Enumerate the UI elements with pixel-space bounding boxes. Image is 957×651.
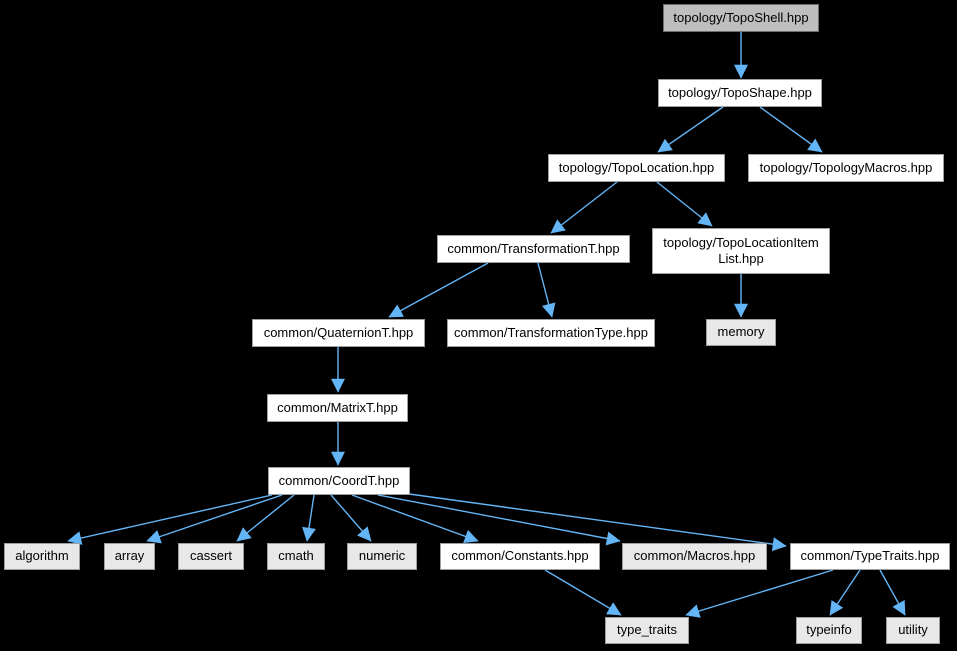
include-edge-toposhape-to-topologymacros [759, 106, 823, 153]
graph-node-common-transformationtype-hpp[interactable]: common/TransformationType.hpp [447, 319, 655, 347]
include-edge-typetraits-to-typeinfo [829, 569, 861, 616]
include-edge-coord-t-to-typetraits [401, 492, 787, 552]
include-edge-coord-t-to-constants [351, 494, 479, 544]
include-edge-coord-t-to-cmath [302, 494, 316, 542]
include-edge-coord-t-to-array [146, 494, 283, 544]
include-edge-typetraits-to-type-traits-std [685, 569, 834, 618]
include-edge-topolocation-to-topolocationitemlist [656, 181, 713, 227]
graph-node-common-transformationt-hpp[interactable]: common/TransformationT.hpp [437, 235, 630, 263]
graph-node-algorithm: algorithm [4, 543, 80, 570]
graph-node-topology-topolocationitemlist-hpp[interactable]: topology/TopoLocationItem List.hpp [652, 228, 830, 274]
graph-node-topology-topologymacros-hpp[interactable]: topology/TopologyMacros.hpp [748, 154, 944, 182]
graph-node-common-matrixt-hpp[interactable]: common/MatrixT.hpp [267, 394, 408, 422]
graph-node-type-traits: type_traits [605, 617, 689, 644]
include-edge-coord-t-to-cassert [236, 494, 295, 542]
graph-node-topology-toposhape-hpp[interactable]: topology/TopoShape.hpp [658, 79, 822, 107]
graph-node-topology-toposhell-hpp: topology/TopoShell.hpp [663, 4, 819, 32]
graph-node-numeric: numeric [347, 543, 417, 570]
graph-node-cassert: cassert [178, 543, 244, 570]
include-edge-constants-to-type-traits-std [544, 569, 622, 616]
graph-node-memory: memory [706, 319, 776, 346]
include-edge-coord-t-to-algorithm [67, 494, 273, 545]
graph-node-cmath: cmath [267, 543, 325, 570]
graph-node-array: array [104, 543, 155, 570]
include-edge-transformation-t-to-transformation-type [537, 262, 556, 318]
include-edge-transformation-t-to-quaternion-t [388, 262, 489, 318]
graph-node-utility: utility [886, 617, 940, 644]
graph-node-common-constants-hpp[interactable]: common/Constants.hpp [440, 543, 600, 570]
graph-node-common-coordt-hpp[interactable]: common/CoordT.hpp [268, 467, 410, 495]
include-edge-toposhape-to-topolocation [657, 106, 724, 153]
include-edge-topolocation-to-transformation-t [550, 181, 618, 234]
include-edge-coord-t-to-numeric [330, 494, 372, 542]
graph-node-common-typetraits-hpp[interactable]: common/TypeTraits.hpp [790, 543, 950, 570]
graph-node-topology-topolocation-hpp[interactable]: topology/TopoLocation.hpp [548, 154, 725, 182]
graph-node-typeinfo: typeinfo [796, 617, 862, 644]
graph-node-common-quaterniont-hpp[interactable]: common/QuaternionT.hpp [252, 319, 425, 347]
include-edge-coord-t-to-macros-hpp [377, 494, 621, 546]
include-edge-typetraits-to-utility [879, 569, 906, 616]
graph-node-common-macros-hpp: common/Macros.hpp [622, 543, 767, 570]
